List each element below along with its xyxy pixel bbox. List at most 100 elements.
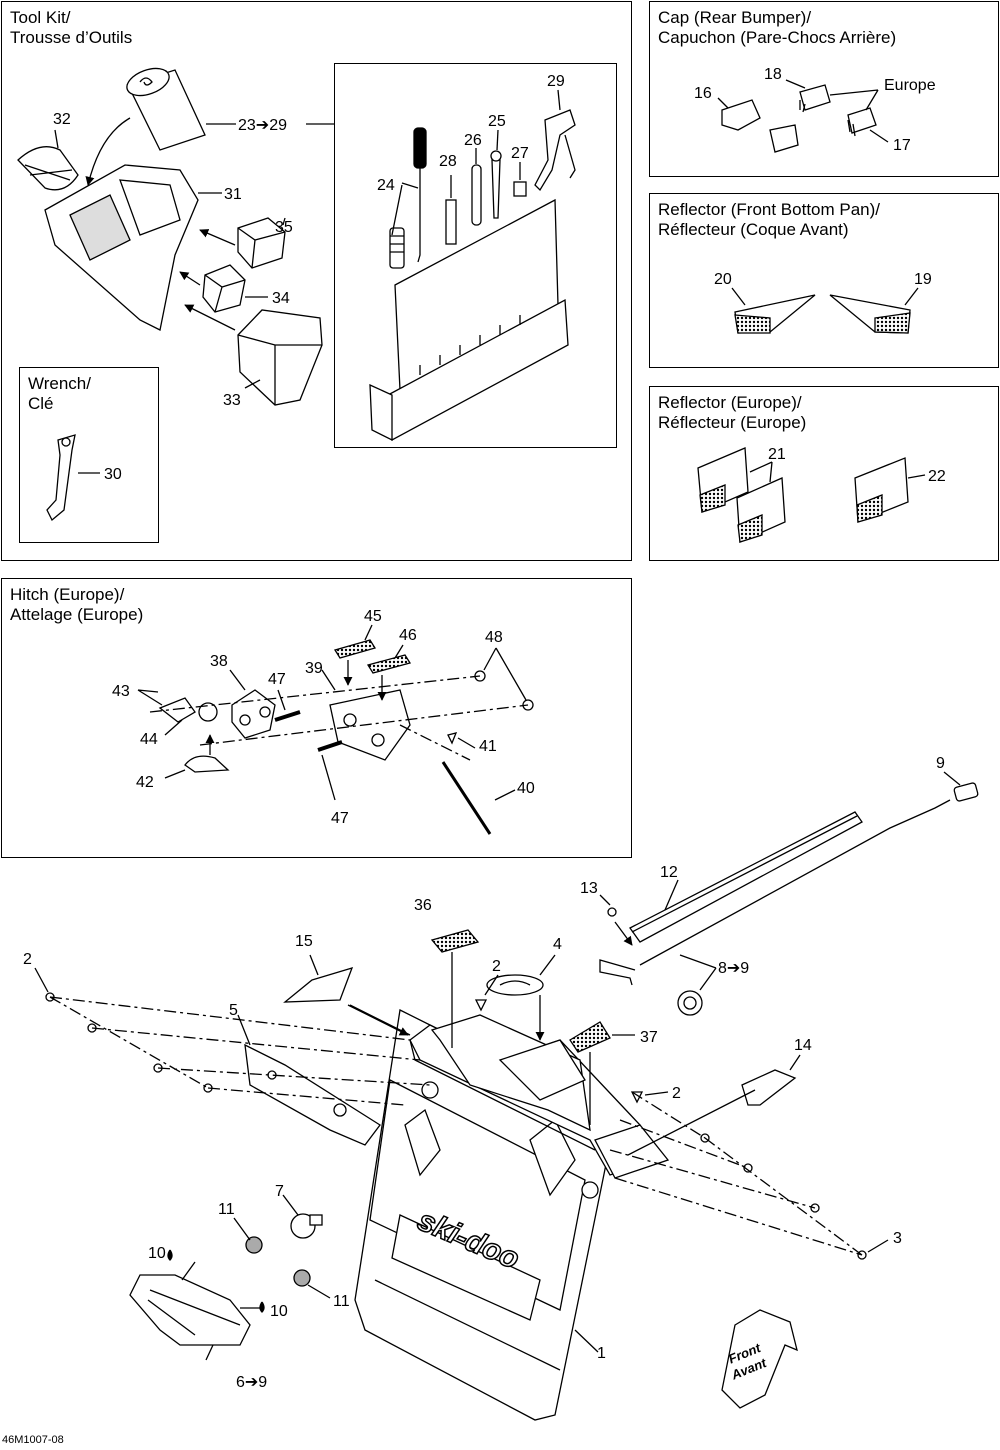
callout-42: 42: [136, 774, 154, 791]
leader-6-10: [181, 1261, 262, 1361]
callout-labels: 23➔29 31 32 35 34 33 29 25 26 27 28 24 3…: [23, 66, 946, 1391]
leader-48: [483, 647, 527, 701]
callout-14: 14: [794, 1037, 812, 1054]
bulb-7: [290, 1213, 323, 1239]
hitch-plates-45-46: [333, 639, 412, 701]
clip-41: [447, 732, 458, 745]
leader-20: [731, 287, 746, 306]
callout-5: 5: [229, 1002, 238, 1019]
callout-44: 44: [140, 731, 158, 748]
callout-10a: 10: [148, 1245, 166, 1262]
wrench-title-line1: Wrench/: [28, 374, 91, 393]
arrow-15: [347, 1004, 409, 1036]
pin-40: [441, 761, 492, 835]
leader-47a: [277, 689, 286, 711]
leader-7: [282, 1194, 299, 1216]
wire-harness-9: [599, 782, 979, 986]
callout-19: 19: [914, 271, 932, 288]
callout-1: 1: [597, 1345, 606, 1362]
leader-europe-17: [829, 89, 889, 143]
callout-29: 29: [547, 73, 565, 90]
callout-33: 33: [223, 392, 241, 409]
callout-20: 20: [714, 271, 732, 288]
bumper-top-cover: [409, 1014, 670, 1199]
callout-30: 30: [104, 466, 122, 483]
callout-24: 24: [377, 177, 395, 194]
leader-21: [749, 461, 773, 483]
leader-32: [54, 129, 59, 149]
cap-title-line1: Cap (Rear Bumper)/: [658, 8, 812, 27]
callout-11b: 11: [333, 1293, 350, 1310]
reflector-europe-title-line1: Reflector (Europe)/: [658, 393, 802, 412]
leader-18: [785, 79, 806, 89]
arrow-33: [184, 304, 236, 331]
socket-28: [445, 175, 457, 245]
leader-14: [627, 1054, 801, 1156]
callout-16: 16: [694, 85, 712, 102]
assembly-centerlines: [49, 996, 863, 1256]
drop-icon-b: [259, 1301, 265, 1313]
callout-36: 36: [414, 897, 432, 914]
callout-25: 25: [488, 113, 506, 130]
tool-kit-title-line2: Trousse d’Outils: [10, 28, 133, 47]
hitch-title-line2: Attelage (Europe): [10, 605, 144, 624]
mudflap-bracket-5: [244, 1043, 381, 1146]
figure-id: 46M1007-08: [2, 1434, 64, 1446]
callout-47a: 47: [268, 671, 286, 688]
front-arrow: [721, 1309, 798, 1409]
callout-37: 37: [640, 1029, 658, 1046]
leader-8: [679, 954, 717, 991]
tool-kit-arrow: [85, 117, 131, 186]
callout-3: 3: [893, 1230, 902, 1247]
leader-12: [664, 879, 679, 911]
cap-16: [721, 99, 799, 153]
reflector-europe-title: Reflector (Europe)/ Réflecteur (Europe): [658, 393, 806, 433]
leader-13: [599, 894, 632, 945]
wrench-title: Wrench/ Clé: [28, 374, 91, 414]
extension-26: [471, 148, 482, 226]
callout-15: 15: [295, 933, 313, 950]
callout-48: 48: [485, 629, 503, 646]
hitch-panel: Hitch (Europe)/ Attelage (Europe): [1, 578, 632, 858]
reflector-front-title-line1: Reflector (Front Bottom Pan)/: [658, 200, 881, 219]
callout-46: 46: [399, 627, 417, 644]
reflector-21: [697, 447, 786, 543]
screwdriver-24: [389, 127, 427, 269]
hitch-pin-44: [158, 697, 218, 723]
leader-11: [233, 1217, 331, 1299]
reflector-20: [734, 294, 816, 334]
callout-43: 43: [112, 683, 130, 700]
pad-33: [237, 309, 323, 406]
leader-24: [391, 182, 419, 236]
callout-6: 6➔9: [236, 1374, 267, 1391]
leader-2b: [484, 974, 499, 996]
reflector-front-title: Reflector (Front Bottom Pan)/ Réflecteur…: [658, 200, 880, 240]
washers-48: [474, 670, 534, 711]
leader-44: [164, 719, 183, 736]
leader-2a: [34, 967, 49, 993]
callout-39: 39: [305, 660, 323, 677]
callout-23: 23➔29: [238, 117, 287, 134]
hitch-title-line1: Hitch (Europe)/: [10, 585, 125, 604]
spring-tool-29: [534, 89, 576, 192]
callout-2b: 2: [492, 958, 501, 975]
pad-34: [202, 264, 246, 313]
callout-17: 17: [893, 137, 911, 154]
leader-22: [907, 474, 926, 479]
callout-35: 35: [275, 219, 293, 236]
callout-45: 45: [364, 608, 382, 625]
wrench-30: [46, 434, 76, 522]
grommet-13: [607, 907, 617, 917]
callout-32: 32: [53, 111, 71, 128]
hitch-body-39: [329, 689, 411, 761]
leader-43: [137, 689, 163, 706]
emblem-4: [486, 974, 544, 996]
decal-15: [283, 967, 354, 1003]
callout-27: 27: [511, 145, 529, 162]
decal-36: [430, 929, 480, 953]
leader-19: [904, 287, 919, 306]
leader-4: [539, 954, 556, 976]
decal-37: [569, 1021, 611, 1053]
bit-27: [513, 162, 527, 197]
callout-2a: 2: [23, 951, 32, 968]
